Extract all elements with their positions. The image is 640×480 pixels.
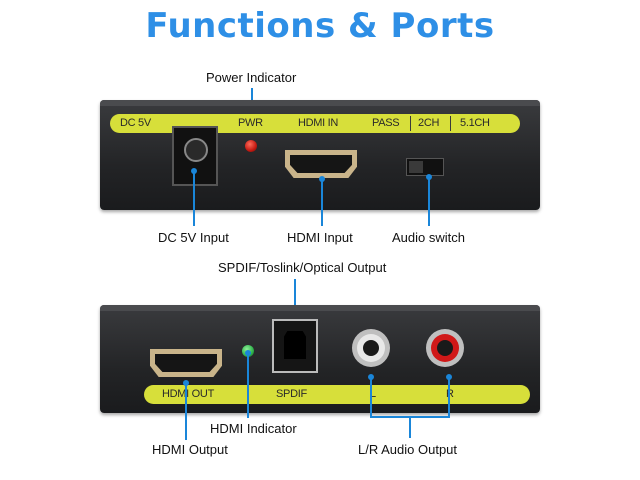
label-pwr: PWR xyxy=(238,117,263,129)
separator xyxy=(410,116,411,131)
rca-right-core xyxy=(437,340,453,356)
label-5-1ch: 5.1CH xyxy=(460,117,490,129)
hdmi-output-line xyxy=(185,382,187,440)
hdmi-indicator-callout: HDMI Indicator xyxy=(210,421,297,436)
bottom-device-panel: HDMI OUT SPDIF L R xyxy=(100,305,540,413)
hdmi-output-callout: HDMI Output xyxy=(152,442,228,457)
dc-power-jack xyxy=(172,126,218,186)
label-dc: DC 5V xyxy=(120,117,151,129)
bottom-label-strip: HDMI OUT SPDIF L R xyxy=(144,385,530,404)
dc-input-line xyxy=(193,170,195,226)
audio-switch[interactable] xyxy=(406,158,444,176)
power-led xyxy=(245,140,257,152)
rca-left-jack xyxy=(352,329,390,367)
audio-switch-callout: Audio switch xyxy=(392,230,465,245)
spdif-optical-port xyxy=(272,319,318,373)
hdmi-input-port xyxy=(285,150,357,178)
lr-left-line xyxy=(370,376,372,418)
dc-input-callout: DC 5V Input xyxy=(158,230,229,245)
label-left: L xyxy=(370,388,376,400)
bottom-device-edge xyxy=(100,305,540,311)
label-spdif: SPDIF xyxy=(276,388,307,400)
lr-right-line xyxy=(448,376,450,418)
hdmi-input-line xyxy=(321,178,323,226)
spdif-port-opening xyxy=(284,331,306,359)
dc-jack-hole xyxy=(184,138,208,162)
hdmi-output-cavity xyxy=(155,354,217,372)
top-device-panel: DC 5V PWR HDMI IN PASS 2CH 5.1CH xyxy=(100,100,540,210)
spdif-output-callout: SPDIF/Toslink/Optical Output xyxy=(218,260,387,275)
label-hdmi-in: HDMI IN xyxy=(298,117,339,129)
dc-input-dot xyxy=(191,168,197,174)
rca-left-core xyxy=(363,340,379,356)
lr-stem-line xyxy=(409,416,411,438)
label-2ch: 2CH xyxy=(418,117,440,129)
hdmi-output-port xyxy=(150,349,222,377)
spdif-output-line xyxy=(294,279,296,327)
hdmi-input-cavity xyxy=(290,155,352,173)
rca-right-jack xyxy=(426,329,464,367)
audio-switch-knob[interactable] xyxy=(409,161,423,173)
audio-switch-dot xyxy=(426,174,432,180)
label-hdmi-out: HDMI OUT xyxy=(162,388,214,400)
separator xyxy=(450,116,451,131)
lr-audio-output-callout: L/R Audio Output xyxy=(358,442,458,457)
hdmi-output-dot xyxy=(183,380,189,386)
hdmi-input-callout: HDMI Input xyxy=(287,230,353,245)
hdmi-input-dot xyxy=(319,176,325,182)
lr-right-dot xyxy=(446,374,452,380)
hdmi-indicator-dot xyxy=(245,350,251,356)
top-device-edge xyxy=(100,100,540,106)
power-indicator-callout: Power Indicator xyxy=(206,70,297,85)
label-pass: PASS xyxy=(372,117,400,129)
hdmi-indicator-line xyxy=(247,352,249,418)
page-title: Functions & Ports xyxy=(145,6,495,46)
lr-left-dot xyxy=(368,374,374,380)
audio-switch-line xyxy=(428,176,430,226)
